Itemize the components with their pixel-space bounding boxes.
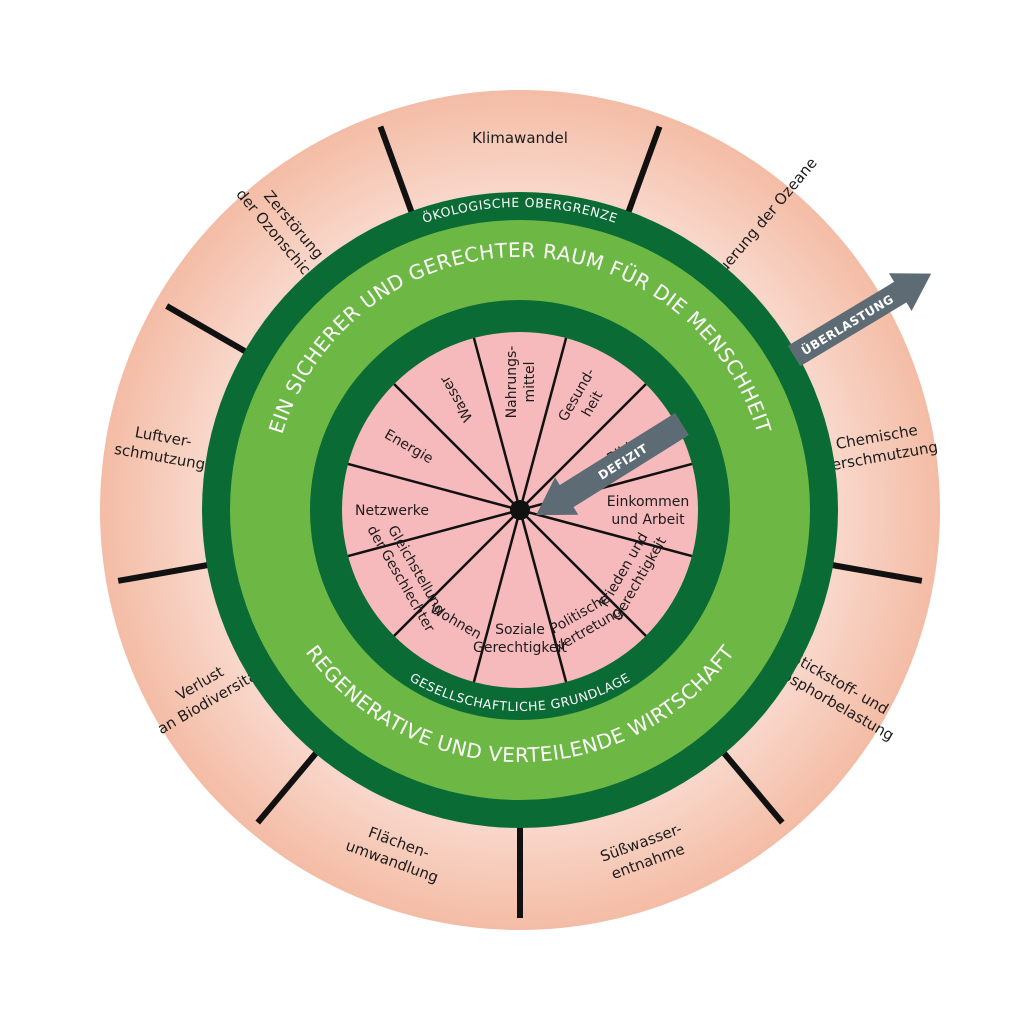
social-foundation-label: Nahrungs-mittel [504, 346, 538, 419]
label-line: Einkommen [607, 494, 690, 510]
label-line: Soziale [495, 622, 545, 638]
sector-divider [393, 509, 521, 637]
social-foundation-label: Einkommen und Arbeit [607, 494, 690, 528]
label-line: Nahrungs- [504, 346, 520, 419]
sector-divider [518, 337, 568, 511]
outer-divider [830, 561, 923, 584]
sector-divider [472, 337, 522, 511]
outer-divider [255, 750, 320, 825]
social-foundation-label: Netzwerke [355, 503, 429, 519]
label-line: und Arbeit [611, 512, 685, 528]
sector-divider [347, 462, 521, 512]
label-line: mittel [522, 361, 538, 402]
label-line: Klimawandel [472, 129, 568, 147]
outer-divider [117, 561, 210, 584]
outer-divider [165, 303, 248, 355]
outer-divider [377, 125, 415, 215]
outer-divider [625, 125, 663, 215]
sector-divider [393, 383, 521, 511]
label-line: Netzwerke [355, 503, 429, 519]
center-hub [510, 500, 530, 520]
outer-divider [720, 750, 785, 825]
sector-divider [519, 383, 647, 511]
label-line: Gerechtigkeit [473, 640, 567, 656]
sector-divider [519, 509, 647, 637]
sector-divider [347, 508, 521, 558]
planetary-boundary-label: Klimawandel [472, 129, 568, 147]
sector-divider [519, 508, 693, 558]
sector-divider [518, 509, 568, 683]
sector-divider [472, 509, 522, 683]
